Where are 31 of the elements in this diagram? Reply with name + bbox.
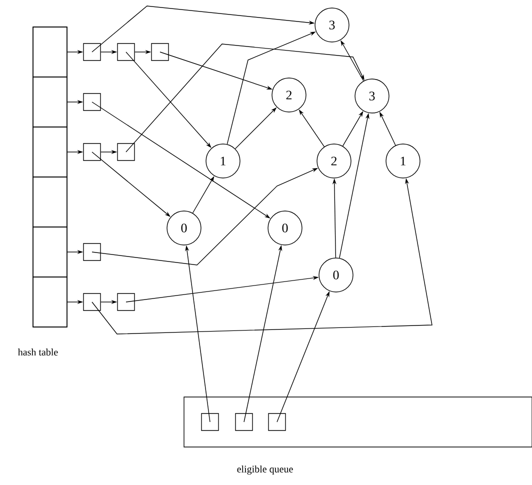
list-box — [268, 413, 286, 431]
node-label: eligible queue — [237, 465, 293, 475]
list-box — [151, 43, 169, 61]
list-box — [83, 143, 101, 161]
list-box — [235, 413, 253, 431]
table-cell — [32, 226, 68, 278]
list-box — [117, 293, 135, 311]
list-box — [117, 43, 135, 61]
circle-node: 2 — [316, 144, 352, 178]
table-cell — [32, 126, 68, 178]
list-box — [83, 93, 101, 111]
table-cell — [32, 26, 68, 78]
table-cell — [32, 76, 68, 128]
queue-box: eligible queue — [184, 396, 532, 475]
list-box — [83, 43, 101, 61]
node-label: hash table — [18, 348, 58, 356]
circle-node: 0 — [166, 210, 202, 246]
list-box — [83, 243, 101, 261]
list-box — [117, 143, 135, 161]
circle-node: 1 — [206, 144, 240, 178]
arrow — [126, 44, 364, 152]
circle-node: 0 — [268, 210, 302, 246]
table-cell — [32, 276, 68, 328]
list-box — [201, 413, 219, 431]
circle-node: 3 — [314, 8, 350, 42]
table-cell — [32, 176, 68, 228]
circle-node: 0 — [318, 258, 354, 292]
circle-node: 1 — [386, 144, 420, 178]
circle-node: 3 — [354, 78, 390, 114]
list-box — [83, 293, 101, 311]
circle-node: 2 — [272, 78, 306, 112]
